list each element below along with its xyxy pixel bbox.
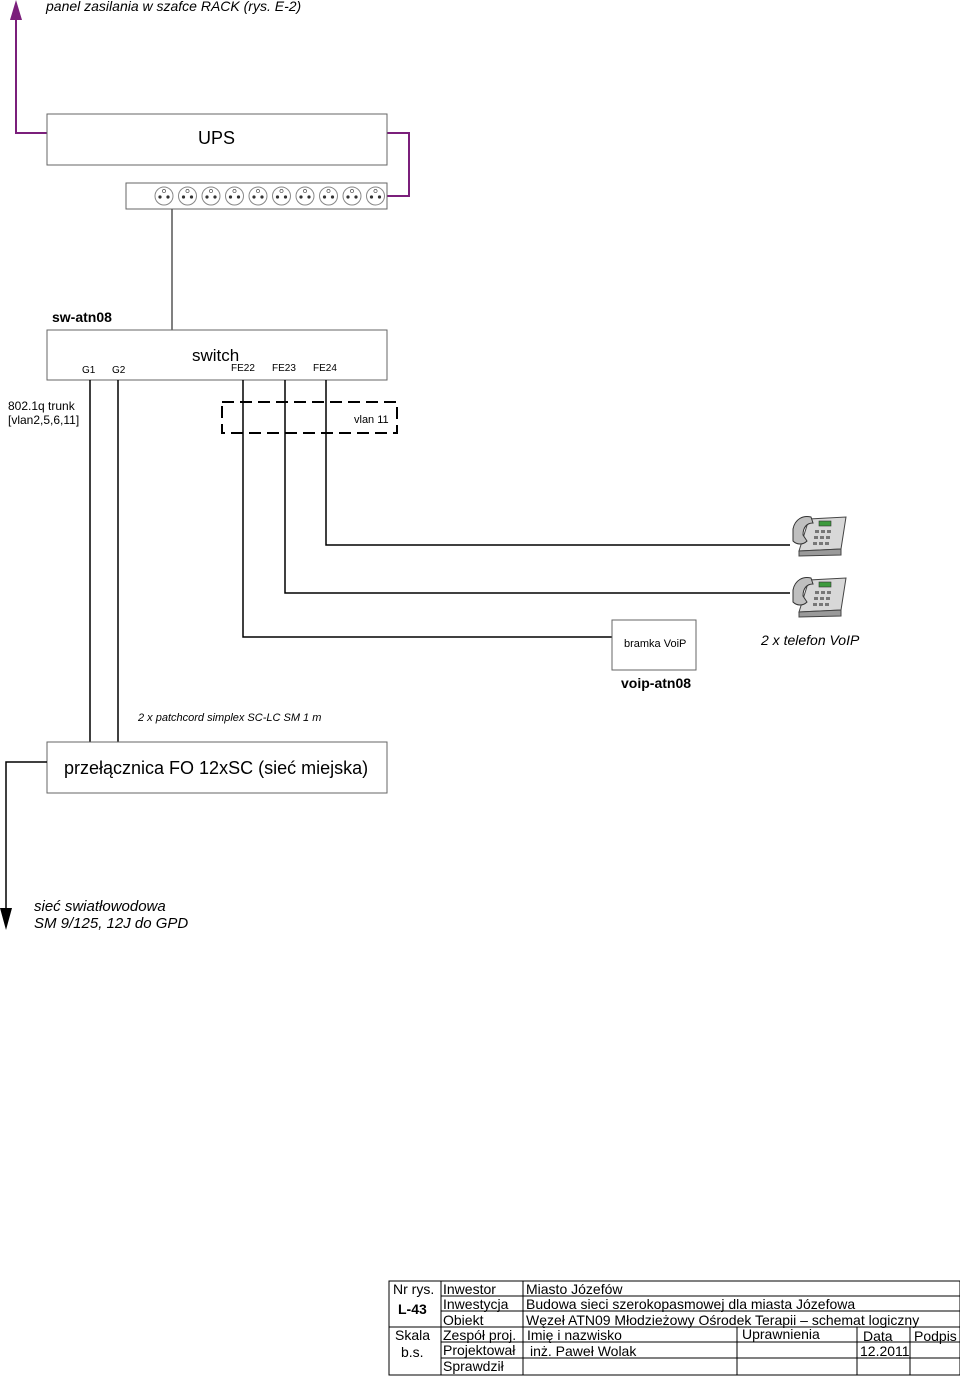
tb-obiekt-value: Węzeł ATN09 Młodzieżowy Ośrodek Terapii … — [526, 1312, 920, 1328]
switch-name: sw-atn08 — [52, 309, 112, 325]
port-fe24: FE24 — [313, 363, 337, 374]
network-cables — [89, 380, 790, 742]
socket-icon — [366, 186, 385, 206]
socket-icon — [201, 186, 221, 206]
gateway-box — [611, 619, 697, 671]
tb-imie-label: Imię i nazwisko — [527, 1327, 622, 1343]
fiber-line — [5, 761, 47, 910]
tb-inwestor-value: Miasto Józefów — [526, 1281, 623, 1297]
tb-skala-label: Skala — [395, 1327, 431, 1343]
desk-phone-icon — [792, 516, 847, 557]
tb-zespol-label: Zespół proj. — [443, 1327, 517, 1343]
vlan-group — [221, 401, 398, 434]
patchcord-label: 2 x patchcord simplex SC-LC SM 1 m — [138, 712, 322, 724]
tb-projektowal-label: Projektował — [443, 1342, 516, 1358]
socket-icon — [342, 186, 362, 206]
power-cable — [15, 20, 410, 197]
trunk-label-line1: 802.1q trunk — [8, 399, 75, 413]
vlan-label: vlan 11 — [354, 414, 389, 426]
power-arrow-head — [10, 0, 22, 20]
gateway-name: voip-atn08 — [621, 675, 692, 691]
ups-box — [46, 113, 388, 166]
socket-icon — [225, 186, 244, 206]
tb-data-value: 12.2011 — [860, 1343, 910, 1359]
fiber-label-line2: SM 9/125, 12J do GPD — [34, 915, 189, 932]
title-block-grid — [388, 1280, 960, 1376]
tb-projektowal-value: inż. Paweł Wolak — [530, 1343, 637, 1359]
port-fe22: FE22 — [231, 363, 255, 374]
phones-label: 2 x telefon VoIP — [761, 632, 860, 648]
tb-inwestycja-label: Inwestycja — [443, 1296, 509, 1312]
desk-phone-icon — [792, 577, 847, 618]
fiber-label-line1: sieć swiatłowodowa — [34, 898, 166, 915]
tb-inwestor-label: Inwestor — [443, 1281, 496, 1297]
tb-uprawnienia-label: Uprawnienia — [742, 1326, 820, 1342]
tb-skala-value: b.s. — [401, 1344, 424, 1360]
socket-icon — [319, 186, 338, 206]
tb-sprawdzil-label: Sprawdził — [443, 1358, 504, 1374]
socket-icon — [295, 186, 315, 206]
gateway-label: bramka VoiP — [624, 638, 687, 650]
tb-obiekt-label: Obiekt — [443, 1312, 484, 1328]
socket-icon — [248, 186, 268, 206]
socket-icon — [178, 186, 197, 206]
port-g2: G2 — [112, 365, 126, 376]
port-fe23: FE23 — [272, 363, 296, 374]
tb-nr-rys-label: Nr rys. — [393, 1281, 435, 1297]
power-panel-label: panel zasilania w szafce RACK (rys. E-2) — [46, 0, 302, 14]
ups-label: UPS — [198, 128, 236, 148]
tb-inwestycja-value: Budowa sieci szerokopasmowej dla miasta … — [526, 1296, 856, 1312]
switch-box — [46, 329, 388, 381]
socket-icon — [272, 186, 291, 206]
trunk-label-line2: [vlan2,5,6,11] — [8, 413, 80, 427]
tb-data-label: Data — [863, 1328, 893, 1344]
socket-icon — [154, 186, 174, 206]
switch-label: switch — [192, 346, 240, 365]
fo-switch-box — [46, 741, 388, 794]
port-g1: G1 — [82, 365, 96, 376]
tb-nr-rys-value: L-43 — [398, 1301, 427, 1317]
tb-podpis-label: Podpis — [914, 1328, 957, 1344]
power-sockets — [154, 186, 385, 206]
fo-switch-label: przełącznica FO 12xSC (sieć miejska) — [64, 758, 369, 778]
fiber-arrow-head — [0, 908, 12, 930]
